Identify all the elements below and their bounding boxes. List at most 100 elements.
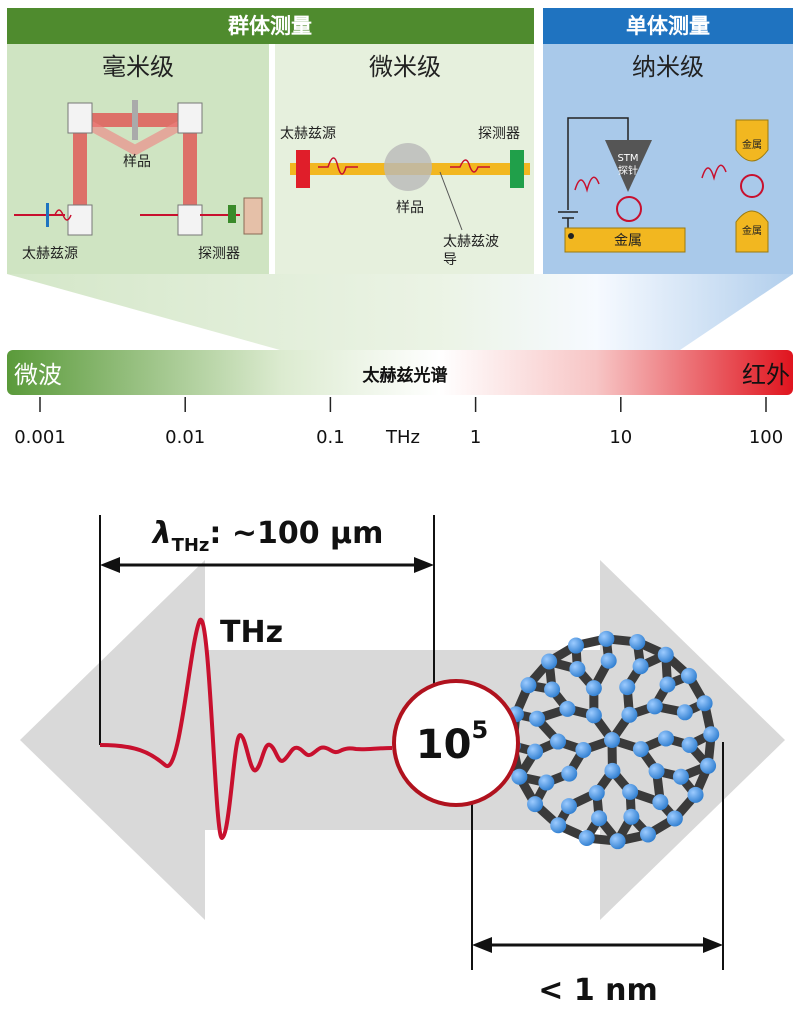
molecule-atom: [688, 787, 704, 803]
um-detector-block: [510, 150, 524, 188]
molecule-atom: [591, 810, 607, 826]
molecule-atom: [682, 737, 698, 753]
tick-label: 1: [470, 427, 481, 448]
wavelength-label: λTHz: ~100 μm: [151, 516, 384, 556]
wavelength-arrowhead-left: [100, 557, 120, 573]
wavelength-symbol: λ: [151, 516, 172, 551]
metal-lower-label: 金属: [742, 224, 762, 237]
molecule-atom: [561, 766, 577, 782]
molecule-atom: [601, 653, 617, 669]
molecule-atom: [622, 784, 638, 800]
molecule-atom: [697, 695, 713, 711]
molecule-atom: [569, 661, 585, 677]
wavelength-arrowhead-right: [414, 557, 434, 573]
waveguide-label-2: 导: [443, 252, 457, 268]
waveguide-label-1: 太赫兹波: [443, 234, 499, 250]
mm-source-label: 太赫兹源: [22, 246, 78, 262]
molecule-atom: [586, 707, 602, 723]
molecule-atom: [541, 654, 557, 670]
stm-label-2: 探针: [618, 164, 638, 177]
tick-label: 100: [749, 427, 783, 448]
mirror-bottom-left: [68, 205, 92, 235]
molecule-atom: [586, 680, 602, 696]
ratio-exponent: 5: [471, 716, 488, 744]
metal-bottom-label: 金属: [614, 233, 642, 249]
molecule-atom: [658, 647, 674, 663]
um-sample-disk: [384, 143, 432, 191]
contact-dot: [568, 233, 574, 239]
molecule-atom: [559, 701, 575, 717]
size-arrowhead-right: [703, 937, 723, 953]
mm-sample-label: 样品: [123, 154, 151, 170]
tick-label: 0.1: [316, 427, 345, 448]
thz-label: THz: [220, 615, 283, 650]
molecule-atom: [610, 833, 626, 849]
source-emitter: [46, 203, 49, 227]
molecule-atom: [604, 732, 620, 748]
molecule-atom: [579, 830, 595, 846]
molecule-atom: [511, 769, 527, 785]
funnel-region: [7, 274, 793, 350]
molecule-atom: [575, 742, 591, 758]
molecule-atom: [681, 668, 697, 684]
molecule-atom: [629, 634, 645, 650]
micrometer-title: 微米级: [369, 53, 441, 81]
molecule-atom: [658, 730, 674, 746]
molecule-atom: [550, 734, 566, 750]
molecule-atom: [561, 798, 577, 814]
scale-illustration: λTHz: ~100 μm THz < 1 nm 105: [20, 515, 785, 1008]
molecule-atom: [520, 677, 536, 693]
molecule-atom: [667, 810, 683, 826]
molecule-atom: [700, 758, 716, 774]
molecule-atom: [619, 679, 635, 695]
nanometer-title: 纳米级: [632, 53, 704, 81]
wavelength-subscript: THz: [172, 535, 210, 556]
millimeter-title: 毫米级: [102, 53, 174, 81]
stm-label-1: STM: [617, 153, 638, 164]
molecule-atom: [652, 794, 668, 810]
ratio-base: 10: [416, 722, 472, 768]
mirror-bottom-right: [178, 205, 202, 235]
um-sample-label: 样品: [396, 200, 424, 216]
molecule-atom: [660, 676, 676, 692]
molecule-atom: [604, 763, 620, 779]
molecule-atom: [673, 769, 689, 785]
mm-detector-label: 探测器: [198, 246, 240, 262]
mirror-top-left: [68, 103, 92, 133]
single-header: 单体测量: [626, 14, 710, 38]
tick-label: 0.01: [165, 427, 205, 448]
tick-label: 0.001: [14, 427, 66, 448]
molecule-atom: [527, 744, 543, 760]
molecule-atom: [677, 704, 693, 720]
molecule-atom: [527, 796, 543, 812]
metal-top-label: 金属: [742, 138, 762, 151]
molecule-atom: [647, 698, 663, 714]
molecule-size-label: < 1 nm: [538, 973, 658, 1008]
molecule-atom: [598, 631, 614, 647]
molecule-atom: [538, 775, 554, 791]
wavelength-value: : ~100 μm: [209, 516, 383, 551]
detector-chip: [228, 205, 236, 223]
molecule-atom: [640, 826, 656, 842]
molecule-atom: [623, 809, 639, 825]
molecule-atom: [633, 741, 649, 757]
tick-label: 10: [609, 427, 632, 448]
molecule-atom: [544, 681, 560, 697]
molecule-atom: [568, 638, 584, 654]
molecule-atom: [633, 658, 649, 674]
spectrum-left-label: 微波: [14, 361, 62, 389]
um-source-block: [296, 150, 310, 188]
spectrum-bar: 微波 太赫兹光谱 红外: [7, 350, 793, 395]
molecule-atom: [550, 817, 566, 833]
spectrum-right-label: 红外: [742, 361, 790, 389]
mirror-top-right: [178, 103, 202, 133]
molecule-atom: [589, 785, 605, 801]
um-source-label: 太赫兹源: [280, 126, 336, 142]
detector-housing: [244, 198, 262, 234]
spectrum-title: 太赫兹光谱: [363, 365, 448, 386]
um-detector-label: 探测器: [478, 126, 520, 142]
sample-plate: [132, 100, 138, 140]
molecule-atom: [649, 763, 665, 779]
